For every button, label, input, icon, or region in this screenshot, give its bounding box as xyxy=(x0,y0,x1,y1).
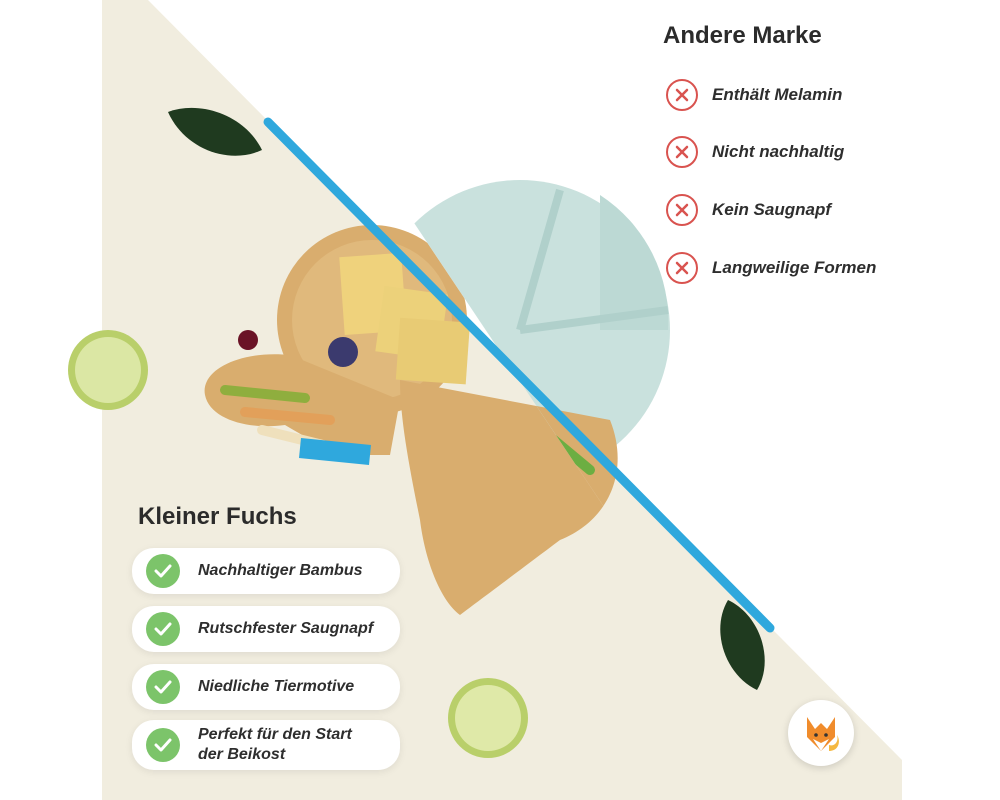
x-circle-icon xyxy=(666,136,698,168)
other-brand-item: Enthält Melamin xyxy=(666,76,842,114)
other-brand-title: Andere Marke xyxy=(663,22,822,49)
other-brand-item-label: Enthält Melamin xyxy=(712,85,843,104)
check-circle-icon xyxy=(146,554,180,588)
our-brand-item: Nachhaltiger Bambus xyxy=(132,548,400,594)
our-brand-item: Niedliche Tiermotive xyxy=(132,664,400,710)
our-brand-item-label: Niedliche Tiermotive xyxy=(198,678,355,695)
other-brand-item-label: Langweilige Formen xyxy=(712,258,877,277)
our-brand-item-label: Rutschfester Saugnapf xyxy=(198,620,374,637)
x-circle-icon xyxy=(666,194,698,226)
lime-slice-left xyxy=(68,330,148,410)
check-circle-icon xyxy=(146,612,180,646)
other-brand-item: Nicht nachhaltig xyxy=(666,133,844,171)
check-circle-icon xyxy=(146,670,180,704)
other-brand-item: Kein Saugnapf xyxy=(666,191,831,229)
x-circle-icon xyxy=(666,79,698,111)
leaf-bottom-right xyxy=(720,600,765,690)
other-brand-item: Langweilige Formen xyxy=(666,249,876,287)
check-circle-icon xyxy=(146,728,180,762)
x-circle-icon xyxy=(666,252,698,284)
leaf-top-left xyxy=(168,107,262,156)
our-brand-item: Perfekt für den Start der Beikost xyxy=(132,720,400,770)
our-brand-item-label: Nachhaltiger Bambus xyxy=(198,562,363,579)
lime-slice-bottom xyxy=(448,678,528,758)
our-brand-title: Kleiner Fuchs xyxy=(138,503,297,530)
label-line-2: der Beikost xyxy=(198,746,286,763)
other-brand-item-label: Kein Saugnapf xyxy=(712,200,832,219)
our-brand-item-label: Perfekt für den Start der Beikost xyxy=(198,725,352,765)
label-line-1: Perfekt für den Start xyxy=(198,726,352,743)
our-brand-item: Rutschfester Saugnapf xyxy=(132,606,400,652)
divider-line xyxy=(263,117,775,633)
other-brand-item-label: Nicht nachhaltig xyxy=(712,142,845,161)
fox-logo-icon xyxy=(788,700,854,766)
